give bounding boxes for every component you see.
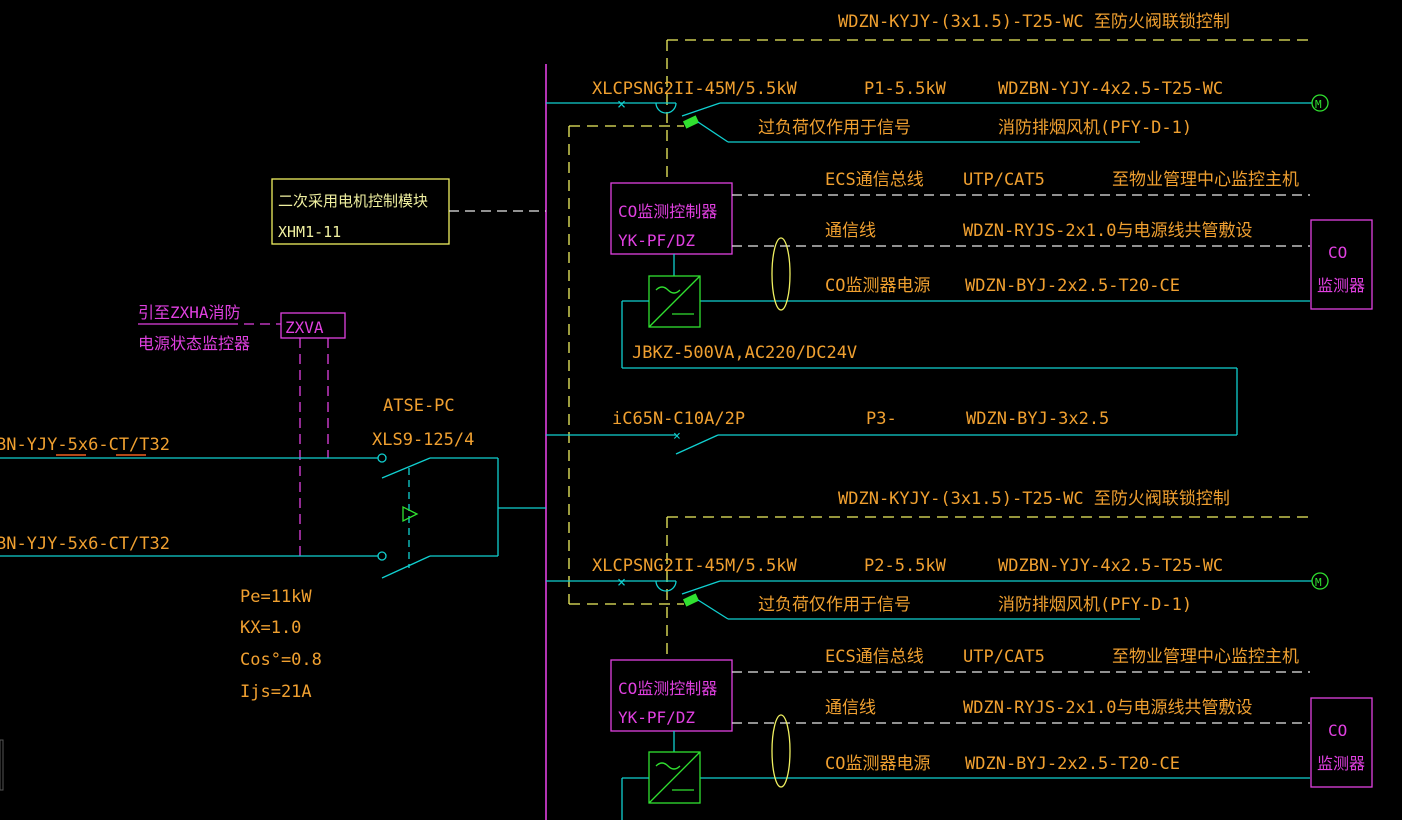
incoming-section: BN-YJY-5x6-CT/T32 BN-YJY-5x6-CT/T32 ATSE… [0, 396, 546, 579]
c1-fire-link-cable: WDZN-KYJY-(3x1.5)-T25-WC 至防火阀联锁控制 [838, 12, 1230, 32]
c1-overload-note: 过负荷仅作用于信号 [758, 118, 911, 138]
c1-co-controller-line2: YK-PF/DZ [618, 231, 695, 250]
c1-breaker-arc [655, 102, 677, 114]
c1-contact-blade [681, 102, 721, 117]
c2-fire-link-cable: WDZN-KYJY-(3x1.5)-T25-WC 至防火阀联锁控制 [838, 489, 1230, 509]
c2-breaker: XLCPSNG2II-45M/5.5kW [592, 556, 797, 576]
c2-ecs-label: ECS通信总线 [825, 647, 924, 667]
c1-comm-label: 通信线 [825, 221, 876, 241]
c3-cable: WDZN-BYJ-3x2.5 [966, 409, 1109, 429]
ats-model: XLS9-125/4 [372, 430, 474, 450]
load-pe: Pe=11kW [240, 587, 312, 607]
c2-ecs-cable: UTP/CAT5 [963, 647, 1045, 667]
c2-fan-name: 消防排烟风机(PFY-D-1) [998, 595, 1192, 615]
c2-power: P2-5.5kW [864, 556, 947, 576]
c1-detector [1310, 219, 1373, 310]
c1-overload-leader [697, 121, 729, 143]
circuit-3: iC65N-C10A/2P P3- WDZN-BYJ-3x2.5 × [546, 409, 1237, 455]
c2-motor-label: M [1315, 576, 1322, 589]
c2-co-power-label: CO监测器电源 [825, 754, 930, 774]
c2-contact-blade [681, 580, 721, 595]
c2-detector-line1: CO [1328, 721, 1347, 740]
c1-psu-wave [655, 286, 681, 294]
c2-overload-note: 过负荷仅作用于信号 [758, 595, 911, 615]
c3-breaker-x: × [673, 429, 681, 444]
c1-ecs-dest: 至物业管理中心监控主机 [1112, 170, 1299, 190]
power-monitor: ZXVA 引至ZXHA消防 电源状态监控器 [138, 303, 346, 556]
c2-thermal-relay [682, 593, 700, 607]
c2-detector [1310, 697, 1373, 788]
c1-detector-line1: CO [1328, 243, 1347, 262]
c1-breaker: XLCPSNG2II-45M/5.5kW [592, 79, 797, 99]
ats-blade-2 [381, 555, 431, 579]
c1-motor-label: M [1315, 98, 1322, 111]
control-module-line1: 二次采用电机控制模块 [278, 192, 428, 210]
feeder1-terminal [377, 453, 387, 463]
c1-fan-name: 消防排烟风机(PFY-D-1) [998, 118, 1192, 138]
c1-co-controller [610, 182, 733, 255]
c1-co-controller-line1: CO监测控制器 [618, 202, 717, 221]
c1-transformer: JBKZ-500VA,AC220/DC24V [632, 343, 857, 363]
ats-actuator [402, 505, 419, 523]
c1-detector-line2: 监测器 [1317, 276, 1365, 295]
c1-psu-diag [648, 275, 701, 328]
c1-ecs-cable: UTP/CAT5 [963, 170, 1045, 190]
c1-thermal-relay [682, 115, 700, 129]
c2-co-controller-line2: YK-PF/DZ [618, 708, 695, 727]
c1-motor [1311, 94, 1329, 112]
c1-co-power-label: CO监测器电源 [825, 276, 930, 296]
c1-conduit-ellipse [771, 237, 791, 311]
c3-blade [675, 434, 719, 455]
c2-psu-diag [648, 751, 701, 804]
c1-cable: WDZBN-YJY-4x2.5-T25-WC [998, 79, 1223, 99]
c2-detector-line2: 监测器 [1317, 754, 1365, 773]
c2-cable: WDZBN-YJY-4x2.5-T25-WC [998, 556, 1223, 576]
load-parameters: Pe=11kW KX=1.0 Cos°=0.8 Ijs=21A [240, 587, 322, 702]
c2-conduit-ellipse [771, 714, 791, 788]
c3-power: P3- [866, 409, 897, 429]
c2-motor [1311, 572, 1329, 590]
feeder1-label: BN-YJY-5x6-CT/T32 [0, 435, 170, 455]
feeder2-label: BN-YJY-5x6-CT/T32 [0, 534, 170, 554]
control-module: 二次采用电机控制模块 XHM1-11 [271, 178, 546, 245]
circuit-1: WDZN-KYJY-(3x1.5)-T25-WC 至防火阀联锁控制 XLCPSN… [546, 12, 1373, 604]
c2-breaker-arc [655, 580, 677, 592]
load-ijs: Ijs=21A [240, 682, 312, 702]
ats-name: ATSE-PC [383, 396, 455, 416]
c2-overload-leader [697, 599, 729, 620]
c2-ecs-dest: 至物业管理中心监控主机 [1112, 647, 1299, 667]
c1-comm-cable: WDZN-RYJS-2x1.0与电源线共管敷设 [963, 221, 1253, 241]
circuit-2: WDZN-KYJY-(3x1.5)-T25-WC 至防火阀联锁控制 XLCPSN… [546, 489, 1373, 820]
c2-breaker-x: × [617, 573, 626, 591]
c2-comm-cable: WDZN-RYJS-2x1.0与电源线共管敷设 [963, 698, 1253, 718]
feeder2-terminal [377, 551, 387, 561]
c2-co-power-cable: WDZN-BYJ-2x2.5-T20-CE [965, 754, 1180, 774]
ats-blade-1 [381, 457, 431, 479]
c3-breaker: iC65N-C10A/2P [612, 409, 745, 429]
c2-comm-label: 通信线 [825, 698, 876, 718]
monitor-note-line1: 引至ZXHA消防 [138, 303, 241, 322]
c1-breaker-x: × [617, 95, 626, 113]
load-cos: Cos°=0.8 [240, 650, 322, 670]
viewport-edge-mark [0, 739, 4, 791]
c1-power: P1-5.5kW [864, 79, 947, 99]
c1-co-power-cable: WDZN-BYJ-2x2.5-T20-CE [965, 276, 1180, 296]
control-module-line2: XHM1-11 [278, 223, 341, 241]
zxva-box [280, 312, 346, 339]
zxva-label: ZXVA [285, 318, 324, 337]
c1-ecs-label: ECS通信总线 [825, 170, 924, 190]
c2-co-controller [610, 659, 733, 732]
c2-psu-wave [655, 762, 681, 770]
load-kx: KX=1.0 [240, 618, 301, 638]
c2-co-controller-line1: CO监测控制器 [618, 679, 717, 698]
monitor-note-line2: 电源状态监控器 [138, 334, 250, 353]
